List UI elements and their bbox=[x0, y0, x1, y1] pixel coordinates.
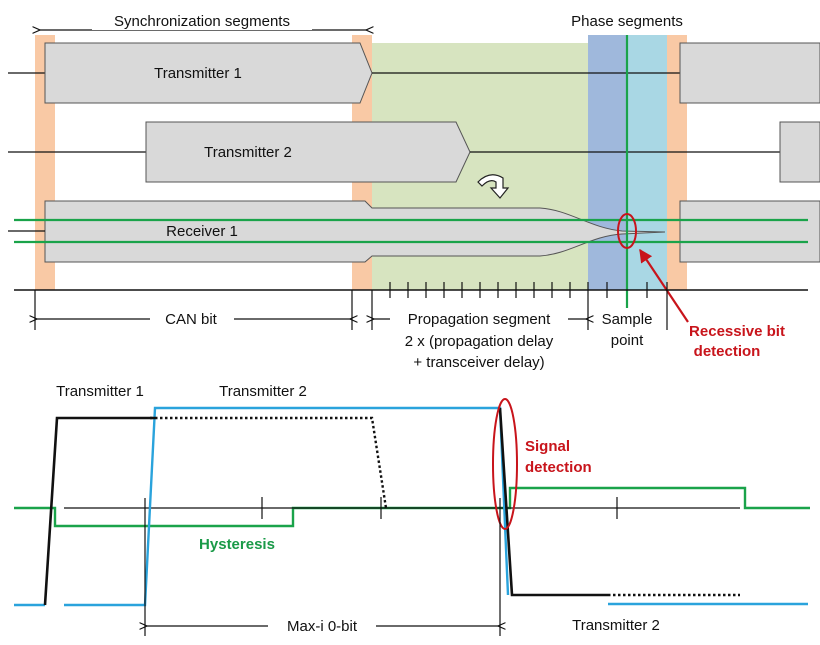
reference-ticks bbox=[261, 497, 618, 519]
transmitter2-next-frame bbox=[779, 121, 820, 183]
sync-segments-label: Synchronization segments bbox=[114, 13, 290, 30]
propagation-formula-line1: 2 x (propagation delay bbox=[405, 333, 554, 350]
signal-detection-label-line1: Signal bbox=[525, 438, 570, 455]
curved-arrow-icon bbox=[477, 174, 510, 199]
max-bit-label: Max-i 0-bit bbox=[287, 618, 358, 635]
hysteresis-trace bbox=[14, 486, 810, 528]
recessive-bit-label-line2: detection bbox=[694, 343, 761, 360]
sample-point-label-line2: point bbox=[611, 332, 644, 349]
propagation-label-bg bbox=[390, 308, 568, 328]
transmitter1-falling-edge bbox=[498, 407, 608, 597]
phase-segments-label: Phase segments bbox=[571, 13, 683, 30]
time-quanta-ticks bbox=[34, 282, 668, 330]
propagation-formula-line2: + transceiver delay) bbox=[413, 354, 544, 371]
can-bit-label-bg bbox=[150, 308, 234, 328]
receiver1-label: Receiver 1 bbox=[166, 223, 238, 240]
transmitter1-dotted-trace bbox=[150, 416, 388, 509]
hysteresis-label: Hysteresis bbox=[199, 536, 275, 553]
max-bit-label-bg bbox=[268, 615, 376, 635]
phase-segment-1 bbox=[588, 35, 627, 290]
sample-point-label-line1: Sample bbox=[602, 311, 653, 328]
can-bit-label: CAN bit bbox=[165, 311, 218, 328]
recessive-bit-label-line1: Recessive bit bbox=[689, 323, 785, 340]
lower-transmitter1-label: Transmitter 1 bbox=[56, 383, 144, 400]
sync-segments-label-bg bbox=[92, 10, 312, 30]
recessive-detection-ellipse bbox=[617, 213, 637, 249]
transmitter2-label: Transmitter 2 bbox=[204, 144, 292, 161]
transmitter2-frame bbox=[145, 121, 471, 183]
transmitter1-trace bbox=[43, 416, 155, 606]
propagation-label: Propagation segment bbox=[408, 311, 551, 328]
transmitter1-frame bbox=[44, 42, 373, 104]
signal-detection-label-line2: detection bbox=[525, 459, 592, 476]
transmitter1-next-frame bbox=[679, 42, 820, 104]
receiver1-frame bbox=[44, 200, 666, 263]
lower-transmitter2-label: Transmitter 2 bbox=[219, 383, 307, 400]
receiver1-next-frame bbox=[679, 200, 820, 263]
phase-segment-2 bbox=[627, 35, 667, 290]
transmitter2-trace bbox=[64, 406, 510, 607]
signal-detection-ellipse bbox=[492, 398, 518, 530]
transmitter1-label: Transmitter 1 bbox=[154, 65, 242, 82]
bottom-transmitter2-label: Transmitter 2 bbox=[572, 617, 660, 634]
recessive-detection-arrow bbox=[639, 248, 689, 323]
